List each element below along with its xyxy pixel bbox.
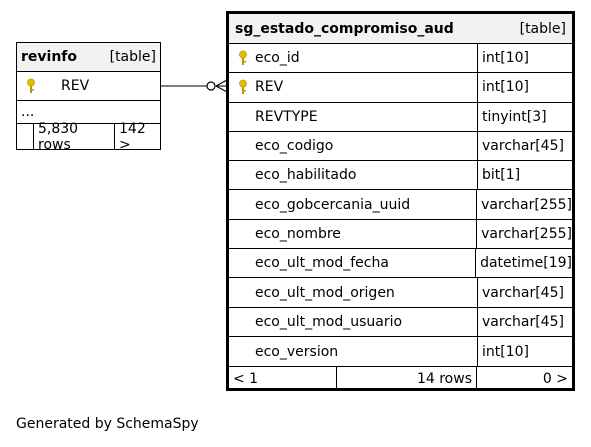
revinfo-name: revinfo [21,49,77,65]
column-type: int[10] [482,79,529,96]
audit-header: sg_estado_compromiso_aud [table] [229,14,572,44]
column-name: eco_gobcercania_uuid [255,196,411,213]
column-name: eco_ult_mod_fecha [255,255,389,272]
audit-row-count: 14 rows [416,370,472,387]
column-row[interactable]: eco_codigo varchar[45] [229,131,572,162]
column-name: eco_id [255,50,300,67]
column-row[interactable]: eco_nombre varchar[255] [229,219,572,250]
column-row[interactable]: eco_habilitado bit[1] [229,161,572,191]
column-name: eco_ult_mod_usuario [255,313,403,330]
audit-footer: < 1 14 rows 0 > [229,366,572,391]
key-icon [27,78,35,93]
column-type: varchar[255] [481,225,572,242]
column-row[interactable]: eco_ult_mod_fecha datetime[19] [229,249,572,279]
generated-by-label: Generated by SchemaSpy [16,416,199,432]
revinfo-column-rev: REV [61,78,90,94]
column-type: int[10] [482,50,529,67]
column-type: bit[1] [482,167,521,184]
audit-table-kind: [table] [519,20,566,37]
column-name: eco_version [255,343,339,360]
column-type: tinyint[3] [482,108,547,125]
audit-columns: eco_id int[10] REV int[10] REVTYPE tinyint[3]… [229,44,572,367]
column-row[interactable]: REV int[10] [229,73,572,103]
revinfo-row-count: 5,830 rows [38,120,79,153]
column-name: REV [255,79,284,96]
revinfo-ellipsis: ... [21,104,35,120]
revinfo-kind: [table] [109,49,156,65]
column-type: varchar[45] [482,313,564,330]
column-name: REVTYPE [255,108,318,125]
column-type: int[10] [482,343,529,360]
revinfo-children-link[interactable]: 142 > [119,120,146,153]
column-name: eco_habilitado [255,167,357,184]
column-row[interactable]: eco_gobcercania_uuid varchar[255] [229,190,572,220]
audit-table-name: sg_estado_compromiso_aud [235,20,454,37]
revinfo-footer: 5,830 rows 142 > [17,121,160,153]
revinfo-table[interactable]: revinfo [table] REV ... 5,830 rows 142 > [16,42,161,153]
key-icon [239,50,247,66]
column-name: eco_ult_mod_origen [255,284,395,301]
column-name: eco_codigo [255,138,334,155]
column-row[interactable]: eco_ult_mod_origen varchar[45] [229,278,572,308]
column-type: varchar[45] [482,284,564,301]
audit-children-link[interactable]: 0 > [542,370,568,387]
column-type: varchar[255] [481,196,572,213]
key-icon [239,80,247,95]
column-row[interactable]: eco_ult_mod_usuario varchar[45] [229,307,572,337]
column-type: varchar[45] [482,138,564,155]
revinfo-column-row[interactable]: REV [17,72,160,101]
revinfo-ellipsis-row: ... [17,101,160,124]
revinfo-header: revinfo [table] [17,43,160,72]
column-type: datetime[19] [480,255,572,272]
column-row[interactable]: eco_id int[10] [229,44,572,74]
column-row[interactable]: REVTYPE tinyint[3] [229,102,572,132]
audit-parents-link[interactable]: < 1 [233,370,259,387]
column-row[interactable]: eco_version int[10] [229,336,572,367]
column-name: eco_nombre [255,225,341,242]
